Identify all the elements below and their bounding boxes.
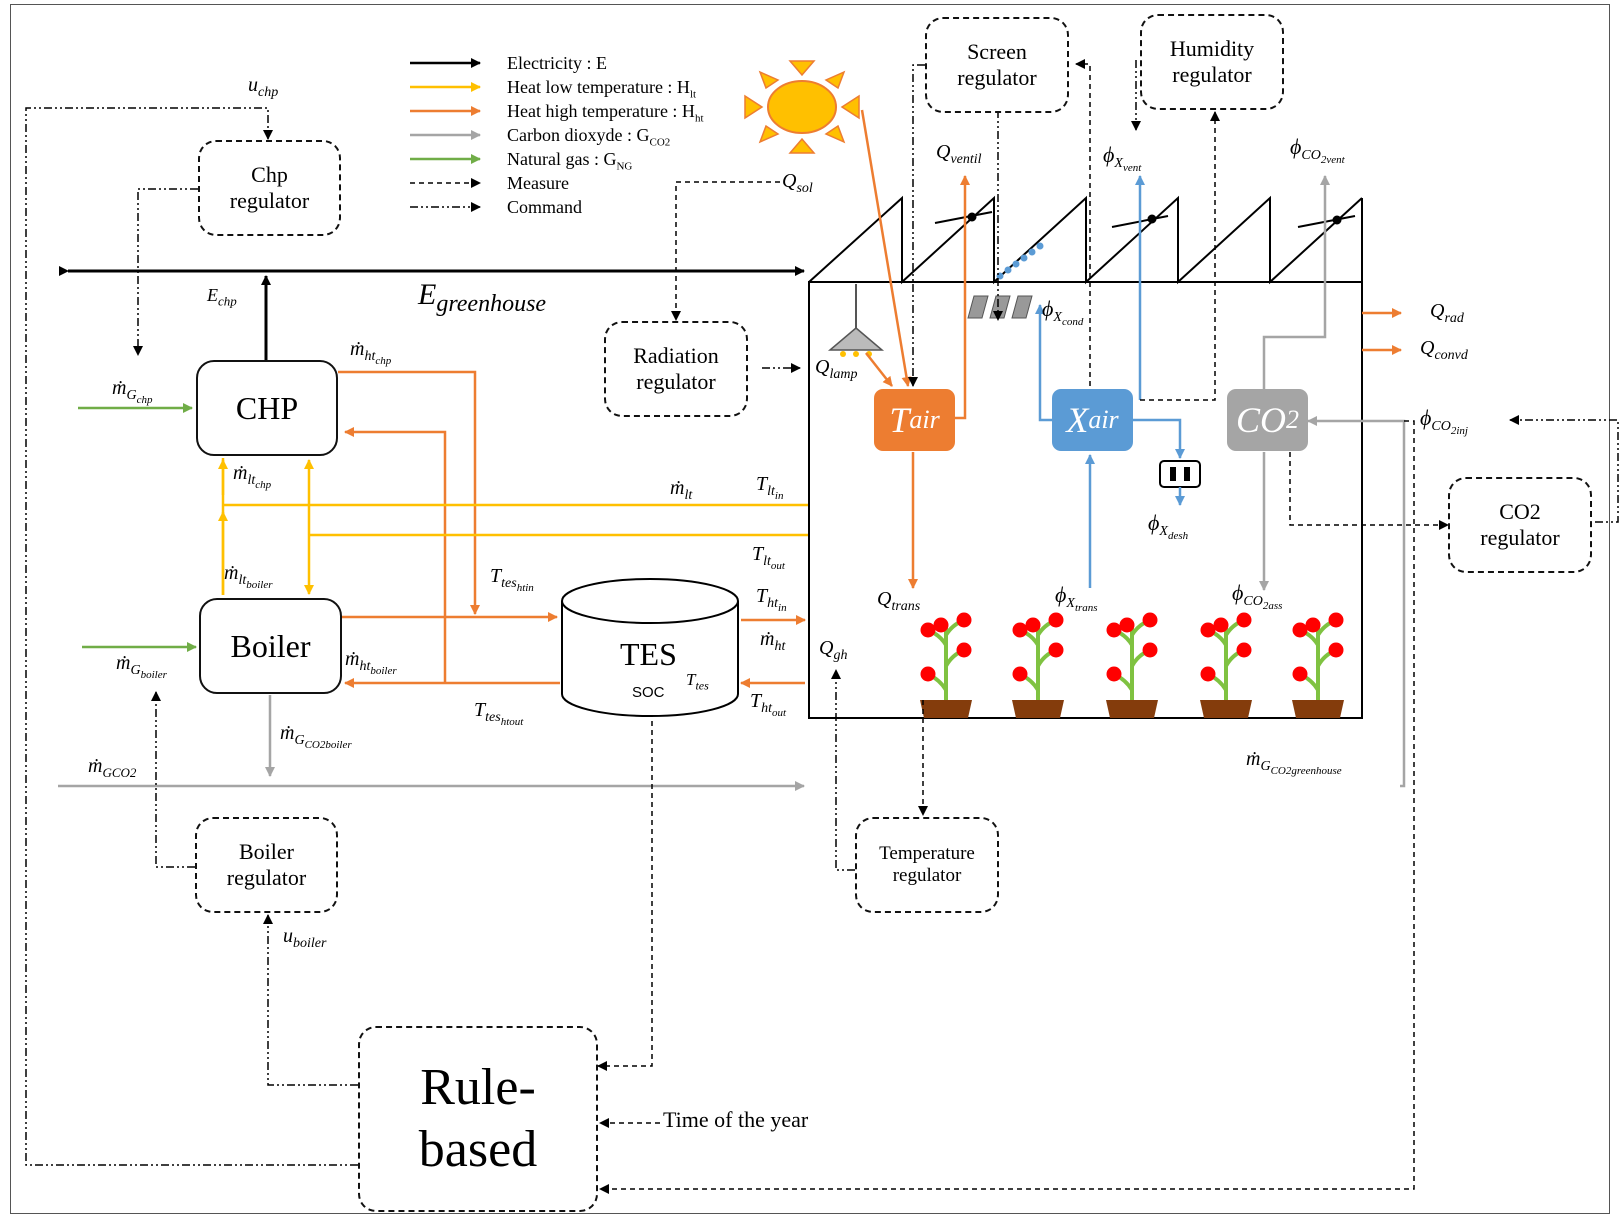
m-gco2-greenhouse-label: ṁGCO2greenhouse [1246, 748, 1342, 777]
phi-co2-vent-label: ϕCO2vent [1290, 134, 1345, 167]
tes-tank [561, 578, 739, 717]
legend-heat-ht: Heat high temperature : Hht [507, 101, 704, 125]
e-chp-label: Echp [207, 285, 237, 309]
t-tes-ht-out-label: Tteshtout [474, 699, 524, 728]
m-ht-label: ṁht [760, 628, 786, 654]
radiation-regulator-box: Radiation regulator [604, 321, 748, 417]
tomato-plant [1292, 612, 1344, 718]
tes-label: TES [620, 636, 677, 672]
condensation-drops [996, 242, 1044, 280]
screen-icon [967, 295, 1033, 319]
phi-x-vent-label: ϕXvent [1103, 142, 1142, 175]
temperature-regulator-box: Temperature regulator [855, 817, 999, 913]
m-lt-label: ṁlt [670, 477, 693, 503]
phi-co2-ass-label: ϕCO2ass [1232, 580, 1283, 613]
q-ventil-label: Qventil [936, 141, 982, 167]
sun-icon [744, 60, 860, 154]
rule-based-box: Rule-based [358, 1026, 598, 1212]
t-ht-in-label: Thtin [756, 585, 787, 614]
phi-x-cond-label: ϕXcond [1042, 296, 1084, 329]
m-gco2-label: ṁGCO2 [88, 755, 137, 780]
chp-regulator-box: Chp regulator [198, 140, 341, 236]
legend-co2: Carbon dioxyde : GCO2 [507, 125, 671, 149]
t-lt-in-label: Tltin [756, 473, 784, 502]
phi-co2-inj-label: ϕCO2inj [1420, 405, 1468, 438]
boiler-box: Boiler [199, 598, 342, 694]
phi-x-trans-label: ϕXtrans [1055, 582, 1098, 615]
e-greenhouse-label: Egreenhouse [418, 278, 547, 317]
measure-lines [597, 59, 1449, 1194]
tomato-plant [1106, 612, 1158, 718]
tes-soc-label: SOC [632, 684, 665, 701]
legend-heat-lt: Heat low temperature : Hlt [507, 77, 697, 101]
m-g-chp-label: ṁGchp [112, 377, 153, 406]
u-boiler-label: uboiler [283, 925, 327, 951]
dehumidifier-icon [1159, 460, 1201, 488]
t-tes-label: Ttes [686, 670, 709, 693]
tomato-plant [1012, 612, 1064, 718]
co2-lines [58, 175, 1406, 791]
time-of-year-label: Time of the year [663, 1107, 809, 1132]
lamp-icon [827, 284, 885, 357]
legend-gas: Natural gas : GNG [507, 149, 633, 173]
humidity-lines [1035, 175, 1185, 588]
m-ht-boiler-label: ṁhtboiler [345, 648, 397, 677]
tomato-plant [1200, 612, 1252, 718]
legend-measure: Measure [507, 173, 569, 193]
phi-x-desh-label: ϕXdesh [1148, 510, 1189, 543]
electricity-lines [59, 266, 805, 360]
screen-regulator-box: Screen regulator [925, 17, 1069, 113]
co2-regulator-box: CO2 regulator [1448, 477, 1592, 573]
q-convd-label: Qconvd [1420, 337, 1468, 363]
boiler-regulator-box: Boiler regulator [195, 817, 338, 913]
m-g-boiler-label: ṁGboiler [116, 652, 167, 681]
t-tes-ht-in-label: Tteshtin [490, 565, 534, 594]
m-lt-boiler-label: ṁltboiler [224, 562, 273, 591]
m-gco2-boiler-label: ṁGCO2boiler [280, 722, 352, 751]
gas-lines [78, 403, 197, 652]
m-ht-chp-label: ṁhtchp [350, 338, 392, 367]
m-lt-chp-label: ṁltchp [233, 462, 272, 491]
heat-lt-lines [218, 458, 808, 595]
greenhouse [808, 195, 1363, 719]
legend-electricity: Electricity : E [507, 53, 607, 73]
diagram-frame [10, 4, 1610, 1214]
q-trans-label: Qtrans [877, 588, 921, 614]
q-rad-label: Qrad [1430, 300, 1464, 326]
legend-command: Command [507, 197, 582, 217]
chp-box: CHP [196, 360, 338, 456]
t-ht-out-label: Thtout [750, 690, 787, 719]
q-gh-label: Qgh [819, 637, 848, 663]
u-chp-label: uchp [248, 74, 279, 100]
tomato-plants [920, 612, 1344, 718]
heat-ht-lines [338, 109, 1402, 688]
humidity-regulator-box: Humidity regulator [1140, 14, 1284, 110]
q-lamp-label: Qlamp [815, 356, 858, 382]
tomato-plant [920, 612, 972, 718]
t-lt-out-label: Tltout [752, 543, 785, 572]
q-sol-label: Qsol [782, 170, 813, 196]
legend-arrows [410, 58, 481, 212]
